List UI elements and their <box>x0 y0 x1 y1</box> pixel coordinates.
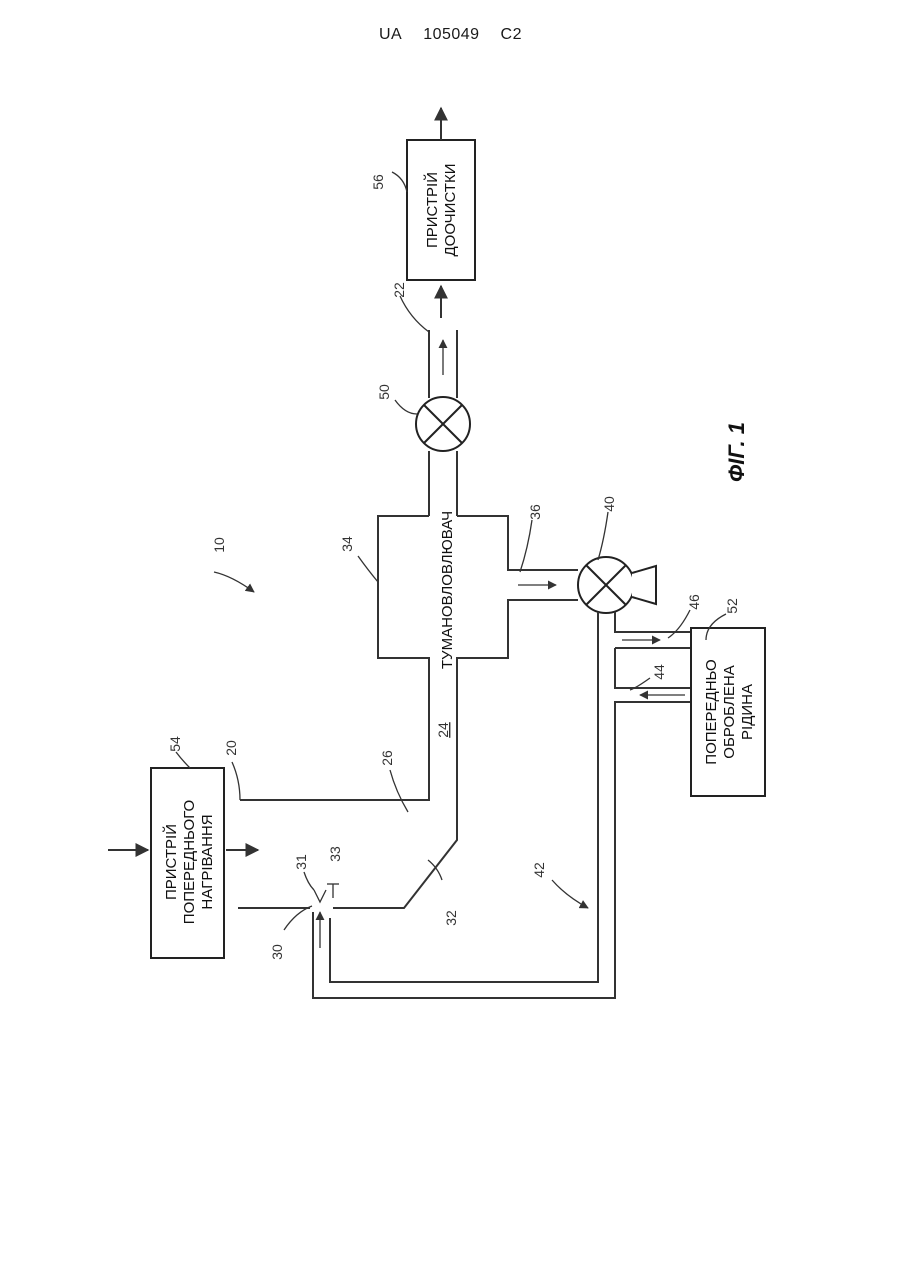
ref-50: 50 <box>376 384 392 400</box>
ref-20: 20 <box>223 740 239 756</box>
recycle-loop-inner <box>330 612 598 982</box>
preheater-box: ПРИСТРІЙ ПОПЕРЕДНЬОГО НАГРІВАННЯ <box>151 768 224 958</box>
ref-24: 24 <box>435 722 451 738</box>
pump-discharge-top <box>615 612 690 632</box>
mist-eliminator-label: ТУМАНОВЛОВЛЮВАЧ <box>439 511 456 669</box>
mist-eliminator-right-top <box>457 516 578 570</box>
mist-eliminator-left-wall <box>240 516 429 800</box>
ref-22: 22 <box>391 282 407 298</box>
polisher-box: ПРИСТРІЙ ДООЧИСТКИ <box>407 140 475 280</box>
ref-52: 52 <box>724 598 740 614</box>
valve-50 <box>416 397 470 451</box>
ref-31: 31 <box>293 854 309 870</box>
pretreated-label-line2: ОБРОБЛЕНА <box>721 665 738 758</box>
ref-36: 36 <box>527 504 543 520</box>
pump-valve-40 <box>578 557 656 613</box>
nozzle-31 <box>314 890 326 902</box>
ref-10: 10 <box>211 537 227 553</box>
assembly-10-arrow <box>214 572 254 592</box>
ref-33: 33 <box>327 846 343 862</box>
preheater-label-line3: НАГРІВАННЯ <box>199 814 216 909</box>
pretreated-label-line1: ПОПЕРЕДНЬО <box>703 659 720 764</box>
ref-34: 34 <box>339 536 355 552</box>
ref-42: 42 <box>531 862 547 878</box>
ref-56: 56 <box>370 174 386 190</box>
ref-40: 40 <box>601 496 617 512</box>
figure-caption: ФІГ. 1 <box>724 422 749 482</box>
preheater-label-line1: ПРИСТРІЙ <box>162 824 180 900</box>
ref-32: 32 <box>443 910 459 926</box>
preheater-label-line2: ПОПЕРЕДНЬОГО <box>181 800 198 924</box>
pretreated-label-line3: РІДИНА <box>739 684 756 740</box>
pretreated-liquid-box: ПОПЕРЕДНЬО ОБРОБЛЕНА РІДИНА <box>691 628 765 796</box>
ref-54: 54 <box>167 736 183 752</box>
recycle-loop-outer <box>313 702 690 998</box>
polisher-label-line2: ДООЧИСТКИ <box>442 164 459 257</box>
ref-30: 30 <box>269 944 285 960</box>
ref-46: 46 <box>686 594 702 610</box>
polisher-label-line1: ПРИСТРІЙ <box>423 172 441 248</box>
ref-26: 26 <box>379 750 395 766</box>
loop-42-arrow <box>552 880 588 908</box>
ref-44: 44 <box>651 664 667 680</box>
